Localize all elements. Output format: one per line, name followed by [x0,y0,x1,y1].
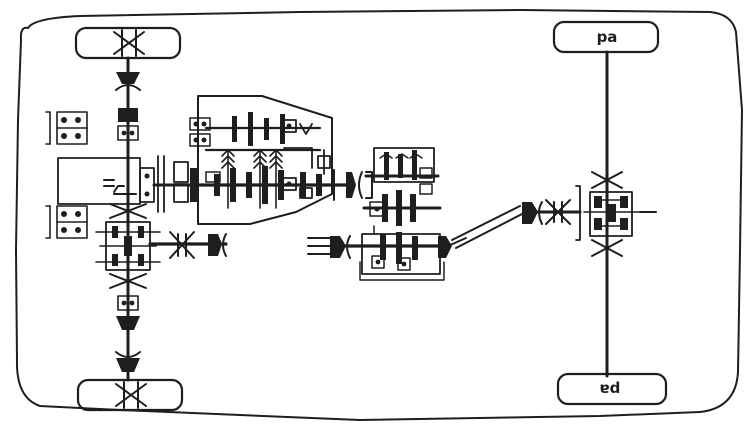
transfer-case [307,147,452,281]
rear-right-wheel-label: pa [600,381,621,399]
rear-propeller-shaft [447,199,582,249]
lower-cv-joint [115,295,141,372]
front-left-wheel [74,26,182,60]
main-gearbox [189,95,373,225]
clutch-assembly [139,155,202,213]
upper-cv-joint [115,72,141,141]
front-differential [95,203,161,289]
rear-right-wheel: pa [556,372,668,406]
front-right-wheel-label: pa [597,28,618,46]
chassis-frame [15,9,743,421]
front-propeller-shaft [148,231,228,259]
left-hub-reducers [45,111,88,239]
rear-differential [575,171,657,257]
front-right-wheel: pa [552,20,660,54]
rear-left-wheel [76,378,184,412]
